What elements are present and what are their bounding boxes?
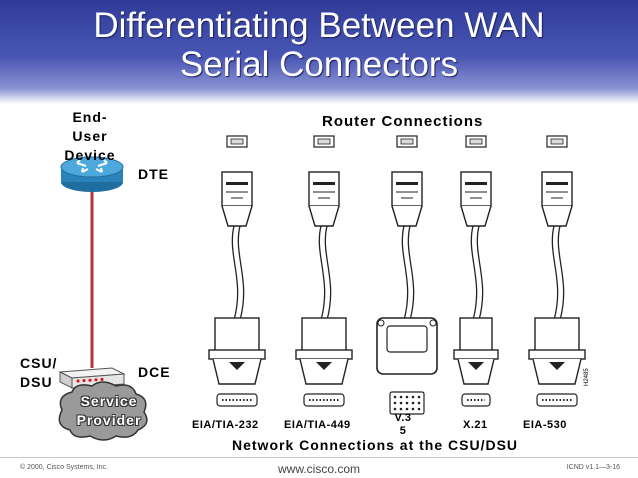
network-plug-x21 <box>459 317 493 355</box>
footer-divider <box>0 457 638 458</box>
service-provider-line-1: Service <box>80 393 138 409</box>
network-plug-eia-530 <box>534 317 580 355</box>
network-port-x21 <box>461 393 491 407</box>
dte-label: DTE <box>138 166 169 182</box>
slide-title-line-1: Differentiating Between WAN <box>93 6 545 45</box>
cable-line-eia-tia-449 <box>318 225 332 321</box>
router-plug-v35 <box>391 171 423 207</box>
router-plug-eia-530 <box>541 171 573 207</box>
network-plug-eia-tia-449 <box>301 317 347 355</box>
slide-title-line-2: Serial Connectors <box>179 45 459 84</box>
router-plug-eia-tia-449 <box>308 171 340 207</box>
connector-label-v35: V.3 5 <box>394 412 412 437</box>
connector-label-x21: X.21 <box>463 419 488 431</box>
cable-line-eia-530 <box>551 225 565 321</box>
figure-code: H2485 <box>584 368 590 386</box>
csu-line-2: DSU <box>20 374 53 390</box>
end-user-line-2: User <box>72 128 108 144</box>
service-provider-label: Service Provider <box>64 392 154 430</box>
footer-url: www.cisco.com <box>277 462 360 476</box>
end-user-device-label: End- User Device <box>50 108 130 165</box>
cable-line-x21 <box>470 225 484 321</box>
title-banner <box>0 0 638 104</box>
router-plug-x21 <box>460 171 492 207</box>
cable-line-v35 <box>401 225 415 321</box>
router-icon <box>60 156 124 192</box>
connector-label-eia-tia-232: EIA/TIA-232 <box>192 419 259 431</box>
cable-eia-530 <box>528 135 586 407</box>
service-provider-cloud <box>58 381 148 441</box>
cable-x21 <box>453 135 499 407</box>
service-provider-line-2: Provider <box>76 412 142 428</box>
csu-dsu-label: CSU/ DSU <box>20 354 57 392</box>
end-user-line-3: Device <box>64 147 116 163</box>
cable-v35 <box>376 135 438 415</box>
footer-course-code: ICND v1.1—3-16 <box>566 464 620 471</box>
end-user-line-1: End- <box>72 109 108 125</box>
cable-eia-tia-449 <box>295 135 353 407</box>
slide-title: Differentiating Between WAN Serial Conne… <box>0 6 638 84</box>
footer-copyright: © 2000, Cisco Systems, Inc. <box>20 464 109 471</box>
dce-label: DCE <box>138 364 171 380</box>
connector-cables <box>208 135 586 415</box>
network-plug-eia-tia-232 <box>214 317 260 355</box>
csu-line-1: CSU/ <box>20 355 58 371</box>
router-plug-eia-tia-232 <box>221 171 253 207</box>
cable-line-eia-tia-232 <box>231 225 245 321</box>
network-connections-heading: Network Connections at the CSU/DSU <box>232 437 519 453</box>
connector-label-eia-tia-449: EIA/TIA-449 <box>284 419 351 431</box>
router-connections-heading: Router Connections <box>322 113 484 130</box>
connector-label-eia-530: EIA-530 <box>523 419 567 431</box>
cable-eia-tia-232 <box>208 135 266 407</box>
